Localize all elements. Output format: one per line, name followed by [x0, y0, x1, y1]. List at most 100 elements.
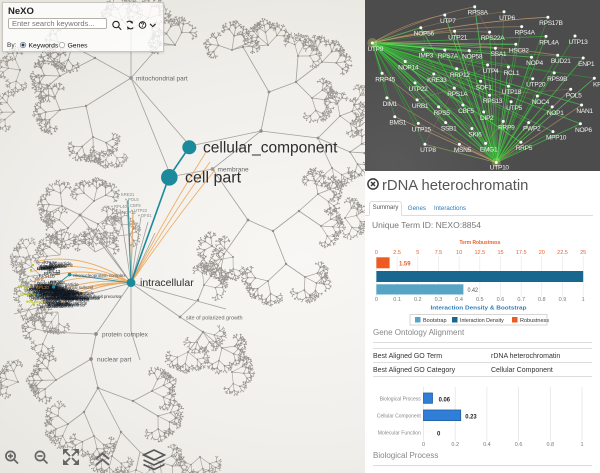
svg-text:0.06: 0.06	[439, 397, 451, 403]
svg-text:IMP3: IMP3	[419, 53, 434, 60]
svg-text:UTP6: UTP6	[499, 15, 515, 22]
svg-text:UTP22: UTP22	[408, 86, 428, 93]
svg-text:RPL13: RPL13	[51, 286, 65, 291]
svg-text:NOP4: NOP4	[43, 288, 55, 293]
svg-text:RPS11B: RPS11B	[47, 287, 63, 292]
svg-text:RRP5: RRP5	[52, 288, 64, 293]
svg-text:processome: processome	[50, 263, 74, 268]
svg-text:UTP cplx: UTP cplx	[55, 287, 73, 292]
svg-text:processome: processome	[43, 288, 67, 293]
svg-text:90S particle: 90S particle	[71, 291, 94, 296]
svg-text:NOP4: NOP4	[54, 287, 66, 292]
svg-text:cell part: cell part	[185, 170, 242, 187]
svg-text:RPS1A: RPS1A	[18, 284, 31, 289]
svg-text:RPS5: RPS5	[434, 110, 451, 117]
svg-text:BUD21: BUD21	[551, 58, 571, 65]
svg-text:0.8: 0.8	[538, 297, 546, 303]
svg-text:nucleolus: nucleolus	[38, 287, 56, 292]
svg-text:RPS1A: RPS1A	[30, 286, 44, 291]
svg-text:RPL13: RPL13	[47, 269, 61, 274]
svg-text:NOP4: NOP4	[34, 290, 46, 295]
svg-text:90S particle: 90S particle	[51, 292, 74, 297]
svg-text:RRP5: RRP5	[39, 266, 51, 271]
svg-text:preribosome: preribosome	[43, 264, 67, 269]
svg-text:RPL16B: RPL16B	[40, 289, 56, 294]
svg-text:UTP5: UTP5	[506, 105, 522, 112]
svg-text:NOP12: NOP12	[122, 210, 136, 215]
svg-text:RPS22A: RPS22A	[481, 35, 505, 42]
svg-text:2.5: 2.5	[393, 250, 401, 256]
svg-text:RPL2A: RPL2A	[41, 285, 55, 290]
svg-text:CBF5: CBF5	[458, 108, 474, 115]
svg-text:22.5: 22.5	[557, 250, 568, 256]
svg-text:25: 25	[580, 250, 586, 256]
svg-text:7.5: 7.5	[435, 250, 443, 256]
svg-text:ribosome: ribosome	[61, 294, 79, 299]
svg-text:RPS11B: RPS11B	[44, 271, 60, 276]
svg-text:Cellular Component: Cellular Component	[377, 414, 421, 420]
svg-text:0.4: 0.4	[455, 297, 463, 303]
svg-text:KRE33: KRE33	[427, 77, 447, 84]
svg-text:NOP4: NOP4	[53, 290, 65, 295]
svg-text:snoRNP: snoRNP	[60, 292, 76, 297]
svg-text:UTP4: UTP4	[483, 68, 499, 75]
svg-text:small subunit: small subunit	[54, 290, 80, 295]
svg-text:KR: KR	[593, 81, 600, 88]
svg-text:RPL2A: RPL2A	[38, 290, 52, 295]
svg-text:UTP9: UTP9	[367, 46, 383, 53]
svg-text:90S particle: 90S particle	[56, 302, 79, 307]
svg-text:12.5: 12.5	[474, 250, 485, 256]
svg-text:RRP5: RRP5	[50, 280, 62, 285]
svg-text:processome: processome	[38, 283, 62, 288]
svg-text:UTP13: UTP13	[568, 39, 588, 46]
svg-text:NOP4: NOP4	[37, 286, 49, 291]
svg-text:ribosomal subunit: ribosomal subunit	[58, 285, 94, 290]
svg-text:UTP cplx: UTP cplx	[39, 292, 57, 297]
svg-text:NOP56: NOP56	[66, 294, 81, 299]
svg-text:nucleolus: nucleolus	[37, 280, 55, 285]
svg-text:small subunit: small subunit	[54, 290, 80, 295]
svg-text:ribosomal precursor: ribosomal precursor	[63, 295, 102, 300]
svg-text:ribosomal precursor: ribosomal precursor	[48, 295, 87, 300]
svg-text:0.6: 0.6	[515, 442, 523, 448]
svg-text:PWP2: PWP2	[523, 126, 541, 133]
svg-text:RPL16B: RPL16B	[31, 287, 47, 292]
svg-text:0.2: 0.2	[451, 442, 459, 448]
svg-text:DIM1: DIM1	[383, 101, 398, 108]
svg-text:MSN5: MSN5	[454, 147, 472, 154]
svg-text:preribosome: preribosome	[36, 288, 60, 293]
svg-text:cellular_component: cellular_component	[203, 140, 338, 157]
svg-text:RPL2A: RPL2A	[40, 286, 54, 291]
svg-text:ENP1: ENP1	[578, 61, 595, 68]
svg-text:preribosome: preribosome	[59, 290, 83, 295]
svg-text:0: 0	[422, 442, 425, 448]
svg-text:MPP10: MPP10	[546, 135, 567, 142]
svg-text:RPS8A: RPS8A	[468, 10, 489, 17]
svg-text:small subunit: small subunit	[64, 297, 90, 302]
svg-text:UTP7: UTP7	[440, 18, 456, 25]
svg-text:0.8: 0.8	[546, 442, 554, 448]
svg-text:nucleolus: nucleolus	[43, 298, 61, 303]
svg-text:0.1: 0.1	[393, 297, 401, 303]
svg-text:small subunit: small subunit	[41, 292, 67, 297]
svg-text:nucleolus: nucleolus	[33, 290, 51, 295]
svg-text:SSB1: SSB1	[441, 126, 457, 133]
svg-text:90S particle: 90S particle	[34, 290, 57, 295]
svg-text:15: 15	[497, 250, 503, 256]
svg-text:snoRNP: snoRNP	[40, 266, 56, 271]
svg-text:RPL2A: RPL2A	[44, 260, 58, 265]
svg-text:NOP14: NOP14	[398, 65, 419, 72]
svg-text:ribosomal precursor: ribosomal precursor	[44, 291, 83, 296]
svg-text:ribosomal subunit precursor: ribosomal subunit precursor	[70, 294, 122, 299]
svg-text:DIP2: DIP2	[480, 115, 494, 122]
svg-text:RPS1A: RPS1A	[38, 284, 52, 289]
svg-text:processome: processome	[50, 289, 74, 294]
svg-text:nucleolus: nucleolus	[69, 295, 87, 300]
svg-text:UTP cplx: UTP cplx	[41, 293, 59, 298]
svg-text:snoRNP: snoRNP	[61, 295, 77, 300]
svg-text:RPS1A: RPS1A	[55, 294, 69, 299]
svg-text:90S particle: 90S particle	[46, 296, 69, 301]
svg-text:UTP cplx: UTP cplx	[47, 286, 65, 291]
svg-text:RPL13: RPL13	[47, 283, 61, 288]
svg-text:mitochondrial part: mitochondrial part	[136, 76, 188, 83]
